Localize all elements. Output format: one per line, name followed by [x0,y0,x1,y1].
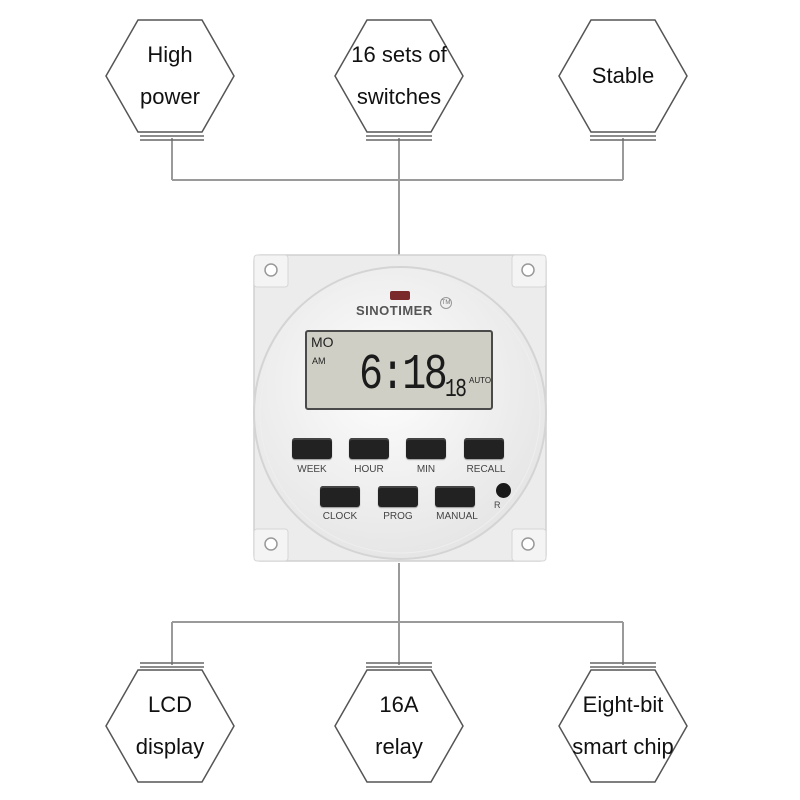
lcd-day: MO [311,334,334,350]
manual-button-label: MANUAL [436,511,478,522]
feature-label-line: relay [375,734,423,759]
lcd-time: 6:18 [359,347,448,404]
reset-button[interactable] [496,483,511,498]
min-button-label: MIN [416,464,436,475]
min-button[interactable] [406,438,446,459]
feature-label-line: smart chip [572,734,674,759]
lcd-seconds: 18 [445,374,467,404]
clock-button[interactable] [320,486,360,507]
feature-label-line: High [147,42,193,67]
hexagon-shape [558,19,688,133]
indicator-led [390,291,410,300]
feature-lcd-display: LCD display [104,668,236,784]
feature-label-line: Eight-bit [582,692,664,717]
trademark-mark: TM [440,297,452,309]
feature-eight-bit-chip: Eight-bit smart chip [557,668,689,784]
hexagon-shape [105,19,235,133]
feature-label-line: 16A [379,692,419,717]
feature-label-line: LCD [147,692,192,717]
hexagon-shape [558,669,688,783]
hour-button[interactable] [349,438,389,459]
lcd-period: AM [312,356,326,366]
week-button[interactable] [292,438,332,459]
hexagon-shape [334,669,464,783]
prog-button-label: PROG [383,511,413,522]
reset-label: R [494,500,501,510]
feature-stable: Stable [557,18,689,134]
recall-button-label: RECALL [466,464,506,475]
feature-16-sets-switches: 16 sets of switches [333,18,465,134]
hexagon-shape [334,19,464,133]
prog-button[interactable] [378,486,418,507]
clock-button-label: CLOCK [322,511,358,522]
feature-label-line: 16 sets of [351,42,447,67]
lcd-mode: AUTO [469,376,492,385]
brand-logo: SINOTIMER [356,303,433,318]
recall-button[interactable] [464,438,504,459]
feature-label-line: power [140,84,200,109]
feature-16a-relay: 16A relay [333,668,465,784]
feature-label-line: Stable [591,63,655,88]
feature-label-line: switches [356,84,442,109]
hexagon-shape [105,669,235,783]
week-button-label: WEEK [297,464,327,475]
manual-button[interactable] [435,486,475,507]
lcd-screen: MO AM 6:18 18 AUTO [305,330,493,410]
hour-button-label: HOUR [354,464,384,475]
feature-label-line: display [135,734,205,759]
feature-high-power: High power [104,18,236,134]
